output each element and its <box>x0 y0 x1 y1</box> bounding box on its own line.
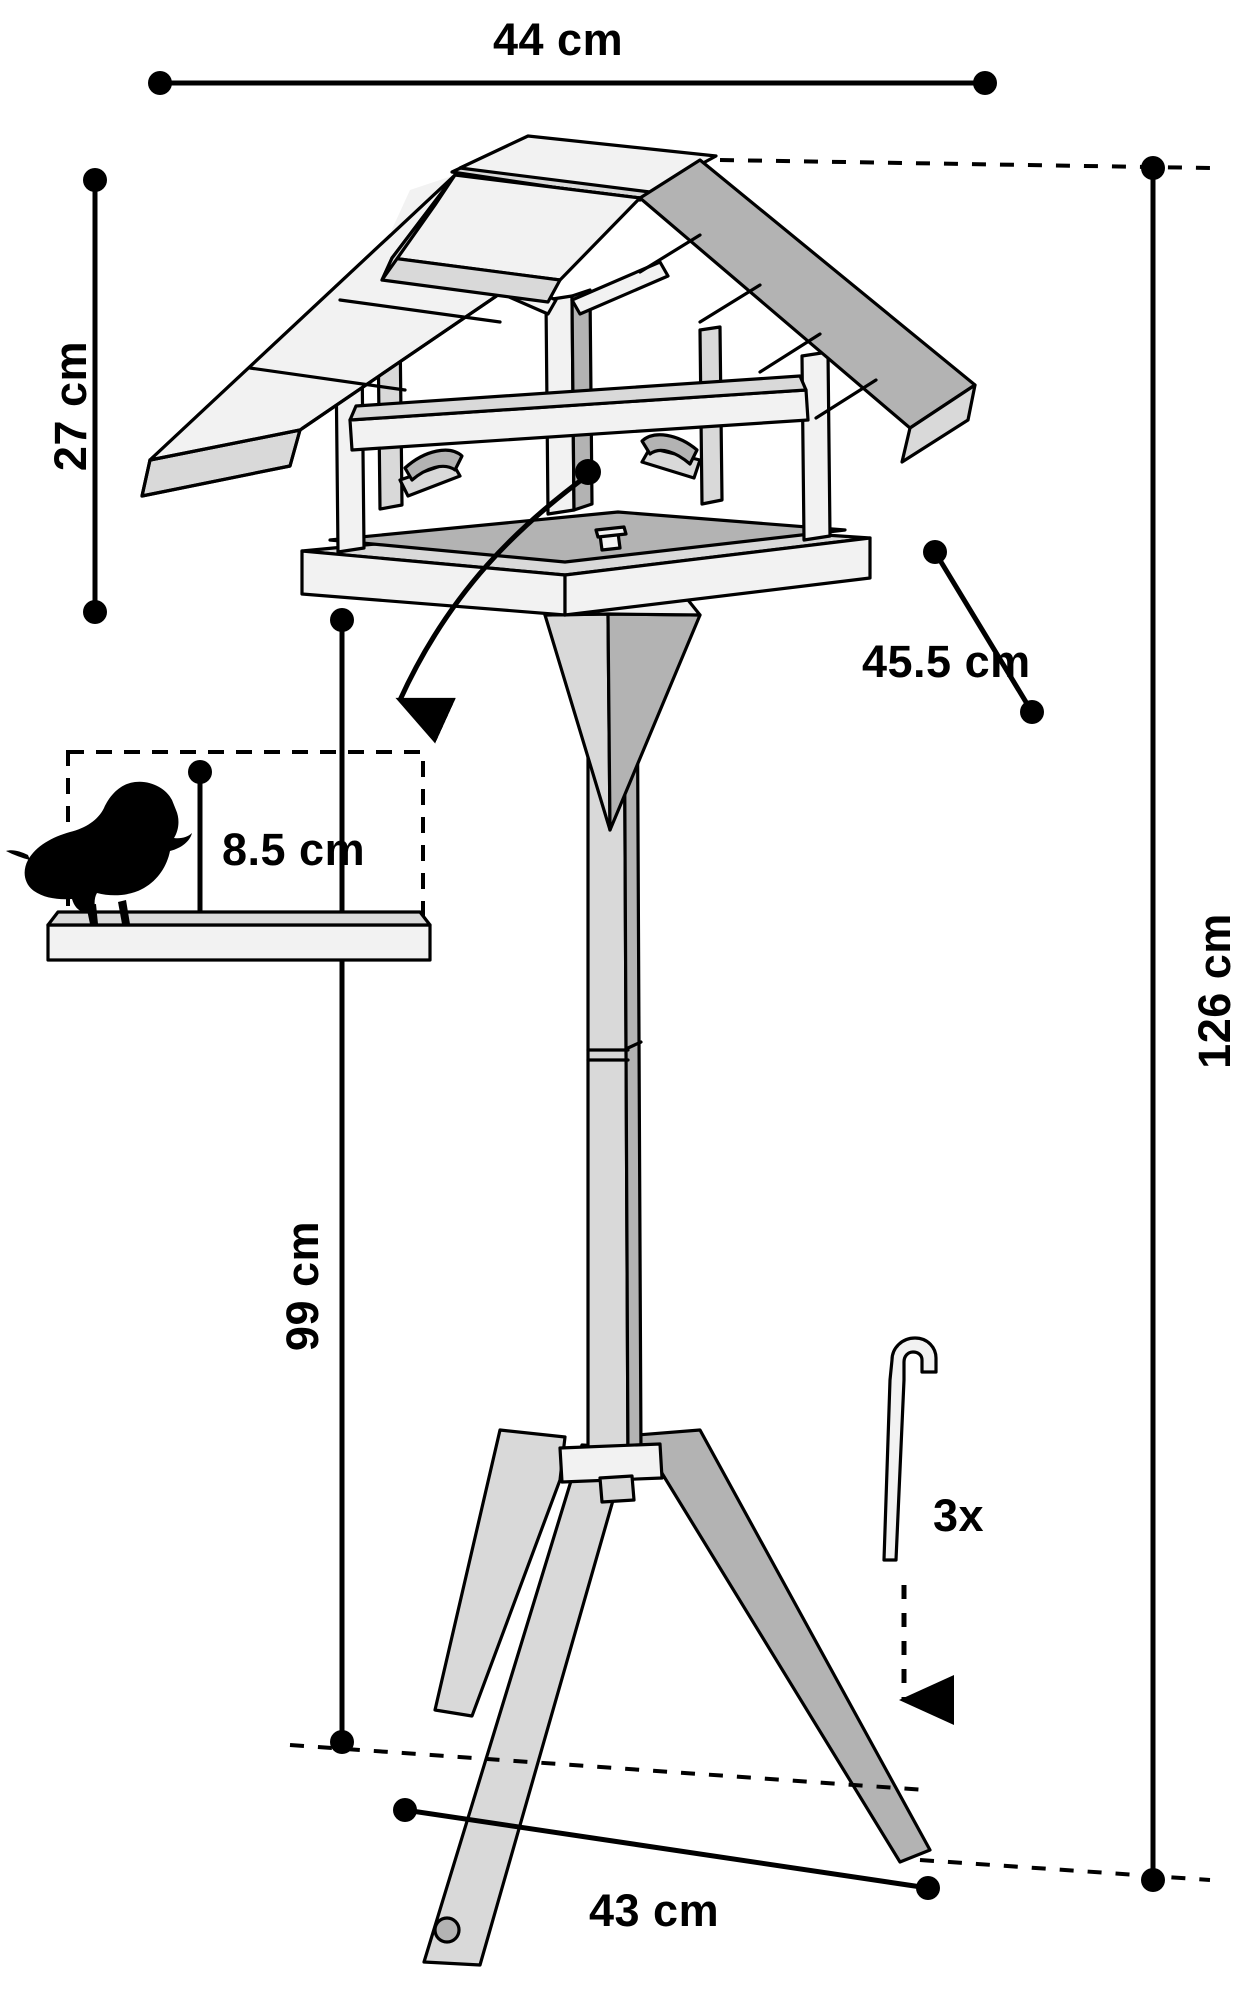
dim-45-5cm <box>923 540 1044 724</box>
detail-callout-arrow <box>395 459 601 744</box>
detail-inset <box>6 750 432 962</box>
bird-silhouette <box>6 781 192 924</box>
dim-label-27cm: 27 cm <box>45 340 96 472</box>
roof <box>140 134 977 498</box>
dim-126cm <box>1141 156 1165 1892</box>
dim-43cm <box>393 1798 940 1900</box>
dim-label-43cm: 43 cm <box>589 1885 720 1936</box>
dim-label-99cm: 99 cm <box>277 1220 328 1352</box>
bird-table-illustration <box>140 134 977 1967</box>
dim-27cm <box>83 168 107 624</box>
dim-99cm <box>330 608 354 1754</box>
ground-peg <box>882 1336 938 1562</box>
dim-label-126cm: 126 cm <box>1189 913 1240 1069</box>
stand-legs <box>422 1428 932 1967</box>
feeding-tray <box>300 510 872 617</box>
dimension-lines <box>83 71 1211 1900</box>
leg-brace <box>558 1442 664 1504</box>
dim-label-45-5cm: 45.5 cm <box>862 636 1031 687</box>
dim-126-extension-bottom <box>919 1858 1211 1882</box>
dim-126-extension-top <box>719 158 1211 170</box>
house-frame <box>334 256 832 554</box>
dim-label-8-5cm: 8.5 cm <box>222 824 366 875</box>
dim-99-extension-bottom <box>289 1743 926 1792</box>
annotation-label-3x: 3x <box>933 1490 985 1541</box>
dim-label-44cm: 44 cm <box>493 14 624 65</box>
under-tray-cone <box>543 598 702 832</box>
dim-44cm <box>148 71 997 95</box>
